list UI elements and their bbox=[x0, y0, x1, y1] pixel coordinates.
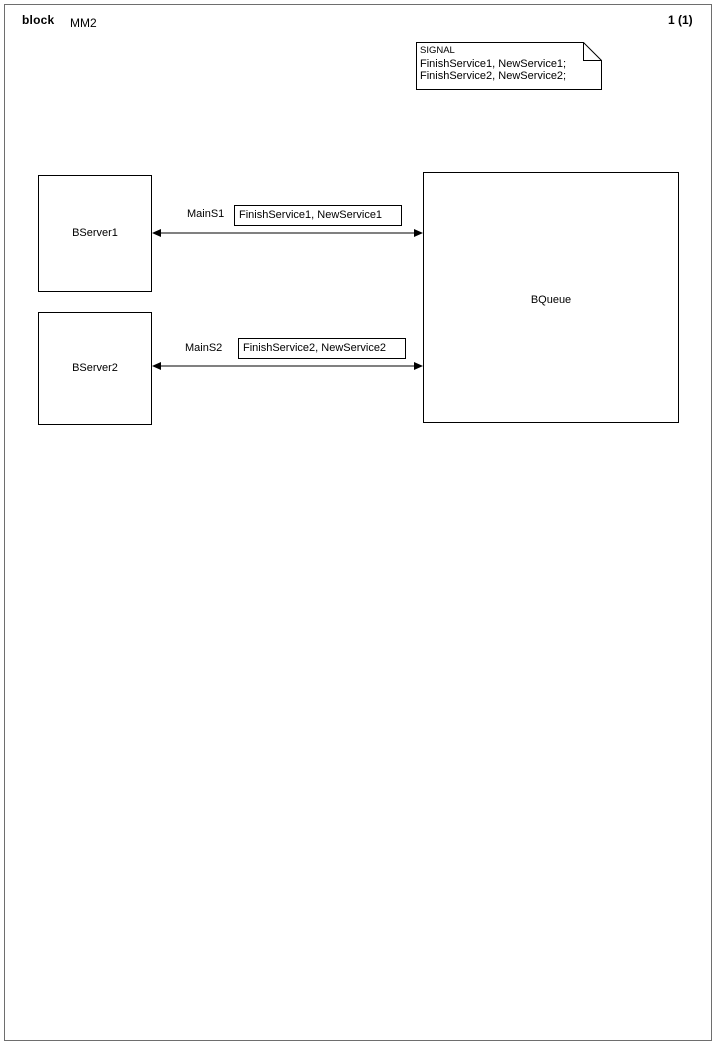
channel-mains2-signal-list: FinishService2, NewService2 bbox=[238, 338, 406, 359]
channel-mains2[interactable]: MainS2 bbox=[152, 342, 423, 372]
page-indicator: 1 (1) bbox=[668, 13, 693, 27]
diagram-kind-label: block bbox=[22, 13, 55, 27]
note-signal-line-1: FinishService1, NewService1; bbox=[420, 57, 567, 70]
channel-mains1-signal-list: FinishService1, NewService1 bbox=[234, 205, 402, 226]
channel-mains1-arrow-icon bbox=[152, 229, 423, 237]
block-bserver1-label: BServer1 bbox=[72, 227, 118, 239]
block-bserver2-label: BServer2 bbox=[72, 362, 118, 374]
channel-mains2-arrow-icon bbox=[152, 362, 423, 370]
note-text-block: SIGNAL FinishService1, NewService1; Fini… bbox=[420, 45, 598, 83]
channel-mains1-label: MainS1 bbox=[187, 208, 225, 220]
note-title: SIGNAL bbox=[420, 45, 455, 56]
block-bqueue-label: BQueue bbox=[530, 294, 572, 306]
signal-declaration-note: SIGNAL FinishService1, NewService1; Fini… bbox=[416, 42, 602, 90]
channel-mains2-label: MainS2 bbox=[185, 342, 223, 354]
note-signal-line-2: FinishService2, NewService2; bbox=[420, 70, 567, 82]
block-bqueue[interactable]: BQueue bbox=[423, 172, 679, 423]
diagram-name-label: MM2 bbox=[70, 16, 97, 30]
note-shape-icon bbox=[416, 42, 602, 90]
block-bserver2[interactable]: BServer2 bbox=[38, 312, 152, 425]
block-bserver1[interactable]: BServer1 bbox=[38, 175, 152, 292]
channel-mains1[interactable]: MainS1 bbox=[152, 208, 423, 239]
page-frame bbox=[4, 4, 712, 1041]
